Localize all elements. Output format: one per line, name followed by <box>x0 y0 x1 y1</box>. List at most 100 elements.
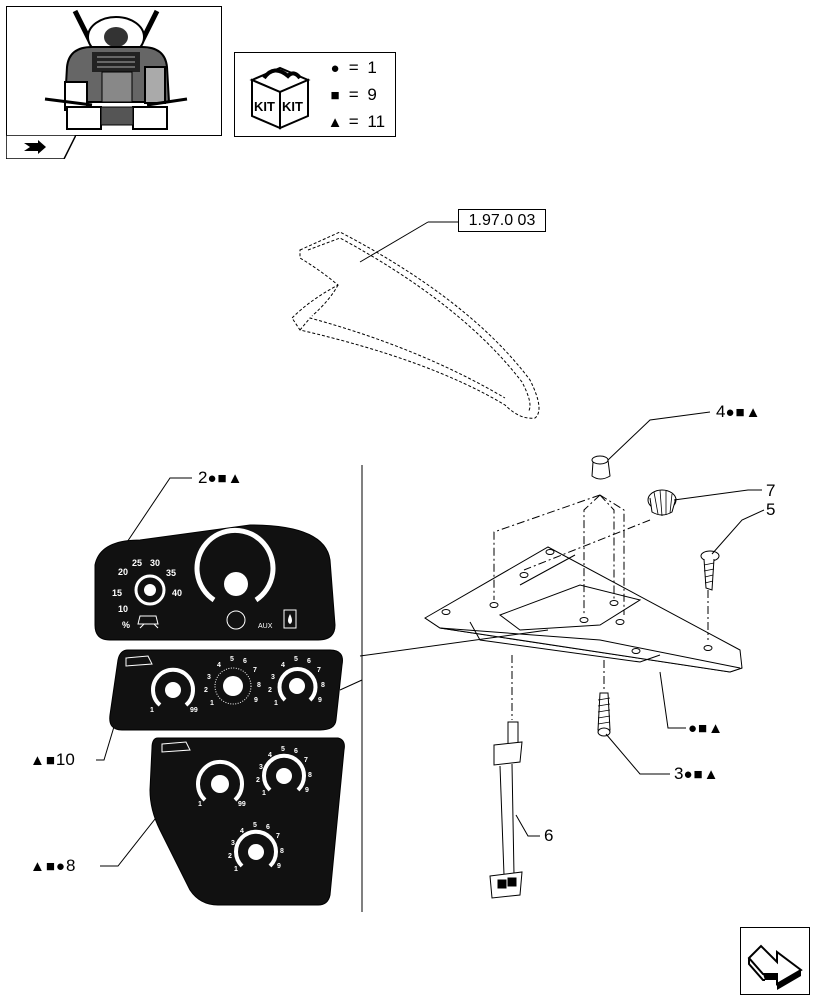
dial-num: 30 <box>150 558 160 568</box>
dial-num: 4 <box>268 752 272 759</box>
callout-7: 7 <box>766 481 775 501</box>
callout-symbols: ●■▲ <box>683 766 720 783</box>
dial-num: 9 <box>305 787 309 794</box>
dial-num: 6 <box>266 824 270 831</box>
dial-num: 3 <box>207 674 211 681</box>
tractor-thumbnail-icon <box>44 9 188 130</box>
legend-row-circle: ● = 1 <box>326 58 377 78</box>
next-page-button[interactable] <box>740 927 810 995</box>
dial-num: 3 <box>231 840 235 847</box>
dial-num: 1 <box>262 790 266 797</box>
callout-2: 2●■▲ <box>198 468 243 488</box>
tractor-thumbnail <box>6 6 222 136</box>
decal-panel-8: 1 99 1 2 3 4 5 6 7 8 9 1 2 3 4 5 6 7 8 9 <box>149 737 345 906</box>
legend-value: 1 <box>367 58 377 77</box>
dial-num: 35 <box>166 568 176 578</box>
callout-8: ▲■●8 <box>30 856 75 876</box>
callout-4: 4●■▲ <box>716 402 761 422</box>
leader-ref <box>359 221 429 263</box>
dial-num: 7 <box>253 667 257 674</box>
cable-6 <box>489 721 523 899</box>
dial-num: 9 <box>277 863 281 870</box>
dial-num: 99 <box>190 707 198 714</box>
dial-num: 4 <box>281 662 285 669</box>
screw-3 <box>597 692 611 737</box>
kit-box-icon: KIT KIT <box>249 66 311 130</box>
console-plate <box>424 546 743 673</box>
dial-num: 8 <box>321 682 325 689</box>
kit-label-left: KIT <box>254 99 275 114</box>
dial-num: 4 <box>217 662 221 669</box>
percent-sign: % <box>122 620 130 630</box>
dial-num: 2 <box>256 777 260 784</box>
callout-6: 6 <box>544 826 553 846</box>
triangle-symbol: ▲ <box>327 114 343 131</box>
dial-num: 4 <box>240 828 244 835</box>
callout-number: 8 <box>65 856 76 875</box>
dial-num: 25 <box>132 558 142 568</box>
callout-symbols: ▲■● <box>30 858 66 875</box>
callout-number: 4 <box>716 402 726 421</box>
callout-number: 5 <box>766 500 776 519</box>
dial-num: 9 <box>318 697 322 704</box>
dial-num: 2 <box>228 853 232 860</box>
navigation-arrow-icon <box>5 134 78 160</box>
callout-symbols: ●■▲ <box>725 404 762 421</box>
square-symbol: ■ <box>330 87 340 104</box>
legend-equals: = <box>348 112 359 131</box>
dial-num: 6 <box>294 748 298 755</box>
dial-num: 1 <box>274 700 278 707</box>
dial-num: 6 <box>307 658 311 665</box>
legend-row-triangle: ▲ = 11 <box>326 112 386 132</box>
reference-link-box[interactable]: 1.97.0 03 <box>458 209 546 232</box>
dial-num: 5 <box>294 656 298 663</box>
dial-num: 8 <box>280 848 284 855</box>
legend-equals: = <box>348 58 359 77</box>
callout-symbols: ▲■ <box>30 752 56 769</box>
legend-value: 11 <box>367 112 386 131</box>
screw-5 <box>700 550 720 591</box>
dial-num: 6 <box>243 658 247 665</box>
thumbnail-navigation-tab[interactable] <box>5 134 78 160</box>
dial-num: 7 <box>304 757 308 764</box>
dial-num: 5 <box>281 746 285 753</box>
dial-num: 7 <box>317 667 321 674</box>
dial-num: 1 <box>198 801 202 808</box>
dial-num: 1 <box>234 866 238 873</box>
dial-num: 3 <box>259 764 263 771</box>
aux-label: AUX <box>258 623 273 630</box>
legend-row-square: ■ = 9 <box>326 85 376 105</box>
dial-num: 2 <box>268 687 272 694</box>
dial-num: 15 <box>112 588 122 598</box>
callout-symbols: ●■▲ <box>688 720 724 737</box>
callout-number: 3 <box>674 764 684 783</box>
callout-number: 7 <box>766 481 776 500</box>
console-cover-phantom <box>291 231 540 419</box>
callout-3: 3●■▲ <box>674 764 719 784</box>
next-page-arrow-icon <box>747 944 803 990</box>
decal-panel-10: 1 99 1 2 3 4 5 6 7 8 9 1 2 3 4 5 6 7 8 9 <box>109 649 343 731</box>
kit-label-right: KIT <box>282 99 303 114</box>
decal-panel-2: 20 15 10 25 30 35 40 % AUX <box>94 524 336 641</box>
dial-num: 5 <box>253 822 257 829</box>
callout-number: 10 <box>55 750 75 769</box>
callout-number: 6 <box>544 826 554 845</box>
dial-num: 1 <box>210 700 214 707</box>
dial-num: 40 <box>172 588 182 598</box>
dial-num: 7 <box>276 833 280 840</box>
dial-num: 2 <box>204 687 208 694</box>
dial-num: 10 <box>118 604 128 614</box>
dial-num: 9 <box>254 697 258 704</box>
legend-equals: = <box>348 85 359 104</box>
dial-num: 8 <box>308 772 312 779</box>
callout-5: 5 <box>766 500 775 520</box>
callout-symbols: ●■▲ <box>207 470 244 487</box>
callout-number: 2 <box>198 468 208 487</box>
callout-10: ▲■10 <box>30 750 75 770</box>
callout-assembly: ●■▲ <box>688 718 724 738</box>
dial-num: 1 <box>150 707 154 714</box>
dial-num: 3 <box>271 674 275 681</box>
dial-num: 99 <box>238 801 246 808</box>
knob-cap-4 <box>591 455 611 480</box>
